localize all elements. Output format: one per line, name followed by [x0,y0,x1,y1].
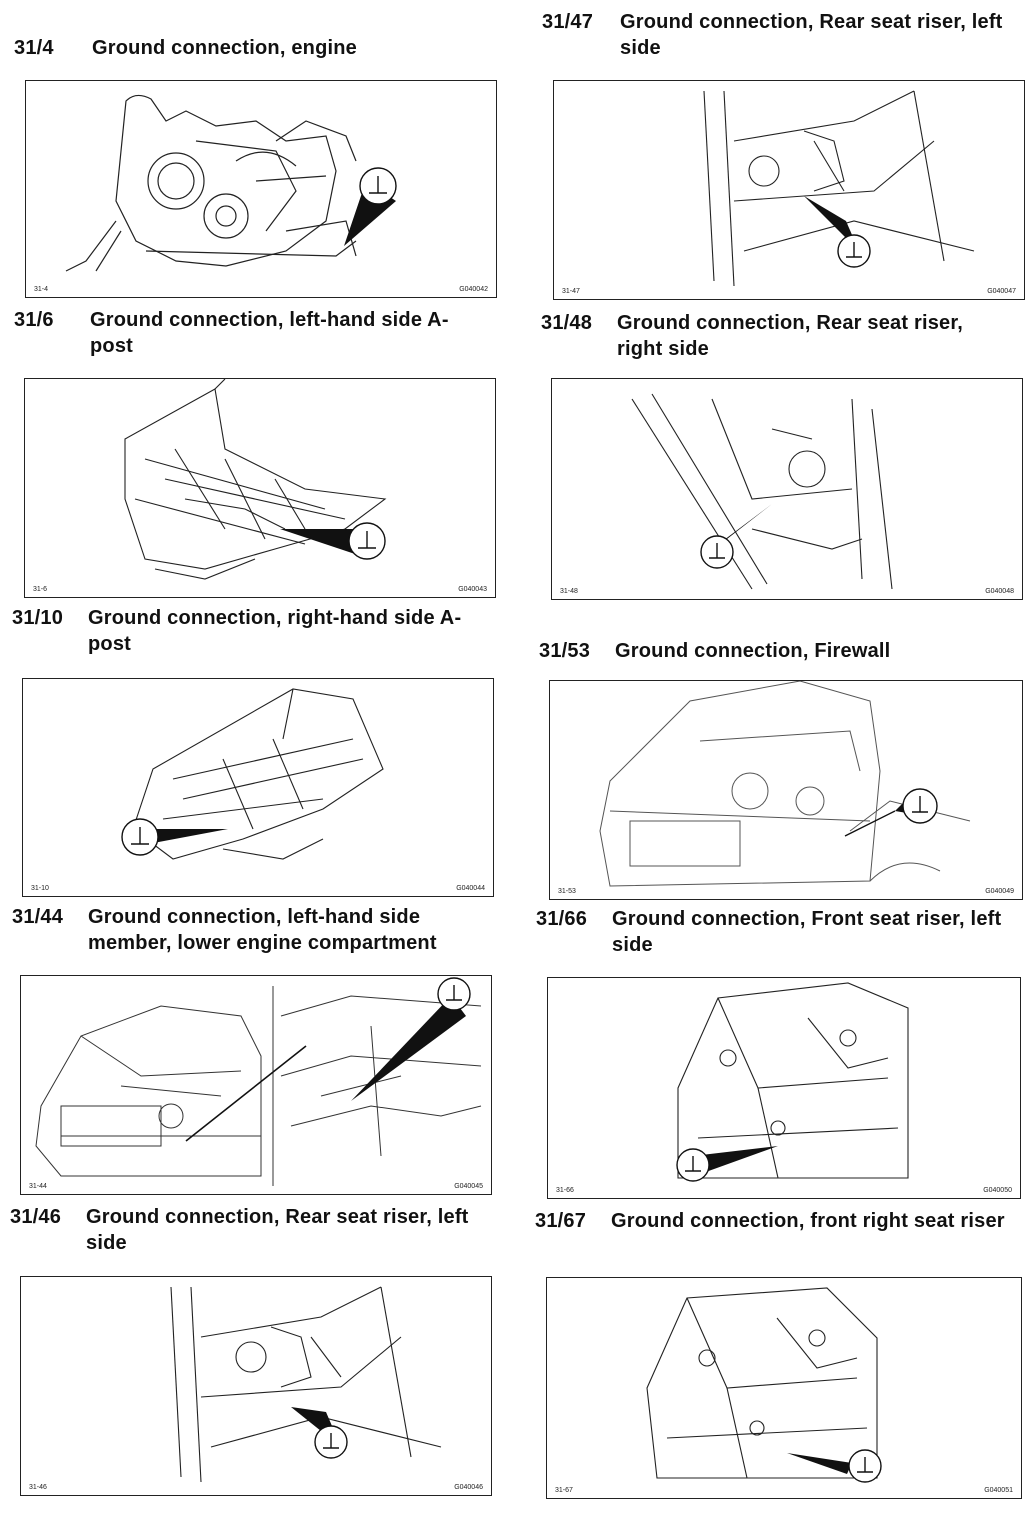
ground-symbol-icon [344,167,397,246]
ground-symbol-icon [804,196,871,268]
figure-code: G040044 [456,885,485,892]
figure-code: G040043 [458,586,487,593]
ground-symbol-icon [676,1146,778,1182]
figure-front-right-seat-riser-ground: 31-67 G040051 [546,1277,1022,1499]
ground-symbol-icon [844,788,938,837]
figure-engine-ground: 31-4 G040042 [25,80,497,298]
figure-ref: 31-66 [556,1187,574,1194]
entry-title: Ground connection, left-hand side member… [88,906,437,954]
entry-title: Ground connection, right-hand side A-pos… [88,607,462,655]
figure-ref: 31-47 [562,288,580,295]
entry-heading: 31/10 Ground connection, right-hand side… [12,605,492,661]
figure-left-a-post-ground: 31-6 G040043 [24,378,496,598]
figure-ref: 31-48 [560,588,578,595]
entry-number: 31/44 [12,906,64,928]
entry-number: 31/4 [14,37,54,59]
figure-code: G040046 [454,1484,483,1491]
figure-firewall-ground: 31-53 G040049 [549,680,1023,900]
figure-rear-seat-riser-right-ground: 31-48 G040048 [551,378,1023,600]
body-shell-illustration [677,982,909,1179]
entry-number: 31/53 [539,640,591,662]
engine-illustration [65,94,357,272]
figure-ref: 31-10 [31,885,49,892]
figure-ref: 31-4 [34,286,49,293]
entry-heading: 31/46 Ground connection, Rear seat riser… [10,1204,490,1260]
figure-code: G040049 [985,888,1014,895]
figure-side-member-ground: 31-44 G040045 [20,975,492,1195]
entry-title: Ground connection, Rear seat riser, left… [620,11,1003,59]
entry-number: 31/6 [14,309,54,331]
entry-number: 31/46 [10,1206,62,1228]
figure-ref: 31-67 [555,1487,573,1494]
entry-title: Ground connection, left-hand side A-post [90,309,449,357]
entry-heading: 31/4 Ground connection, engine [14,35,494,65]
entry-heading: 31/66 Ground connection, Front seat rise… [536,906,1016,962]
entry-number: 31/67 [535,1210,587,1232]
entry-title: Ground connection, Front seat riser, lef… [612,908,1002,956]
entry-heading: 31/53 Ground connection, Firewall [539,638,1019,668]
figure-code: G040048 [985,588,1014,595]
figure-ref: 31-53 [558,888,576,895]
entry-heading: 31/6 Ground connection, left-hand side A… [14,307,494,363]
ground-symbol-icon [700,504,772,569]
entry-title: Ground connection, Rear seat riser, left… [86,1206,469,1254]
figure-ref: 31-44 [29,1183,47,1190]
engine-bay-illustration [35,986,482,1186]
figure-code: G040050 [983,1187,1012,1194]
entry-title: Ground connection, engine [92,37,357,59]
engine-bay-illustration [599,681,971,887]
entry-number: 31/48 [541,312,593,334]
figure-front-seat-riser-left-ground: 31-66 G040050 [547,977,1021,1199]
entry-number: 31/66 [536,908,588,930]
entry-heading: 31/67 Ground connection, front right sea… [535,1208,1015,1264]
entry-number: 31/47 [542,11,594,33]
interior-illustration [170,1286,442,1483]
ground-symbol-icon [280,522,386,560]
underbody-illustration [124,379,387,580]
entry-title: Ground connection, Firewall [615,640,891,662]
figure-rear-seat-riser-left-ground: 31-46 G040046 [20,1276,492,1496]
ground-symbol-icon [787,1449,882,1483]
figure-right-a-post-ground: 31-10 G040044 [22,678,494,897]
entry-title: Ground connection, Rear seat riser, righ… [617,312,963,360]
ground-symbol-icon [121,818,228,856]
entry-heading: 31/47 Ground connection, Rear seat riser… [542,9,1022,65]
entry-title: Ground connection, front right seat rise… [611,1210,1005,1232]
figure-code: G040047 [987,288,1016,295]
figure-rear-seat-riser-left-ground-2: 31-47 G040047 [553,80,1025,300]
entry-heading: 31/44 Ground connection, left-hand side … [12,904,492,960]
interior-illustration [703,90,975,287]
entry-number: 31/10 [12,607,64,629]
figure-ref: 31-6 [33,586,48,593]
figure-ref: 31-46 [29,1484,47,1491]
ground-symbol-icon [185,977,471,1142]
figure-code: G040045 [454,1183,483,1190]
figure-code: G040042 [459,286,488,293]
figure-code: G040051 [984,1487,1013,1494]
ground-symbol-icon [291,1407,348,1459]
body-shell-illustration [646,1287,878,1479]
entry-heading: 31/48 Ground connection, Rear seat riser… [541,310,1021,366]
